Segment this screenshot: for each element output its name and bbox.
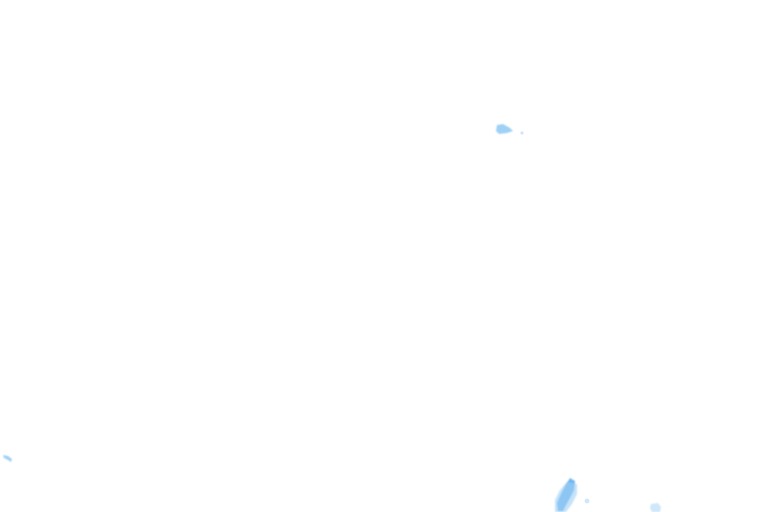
precip-cell-upper-speck — [520, 131, 524, 135]
precip-cell-bottom-right — [650, 503, 661, 512]
precip-cell-left-edge — [3, 455, 12, 462]
precip-cell-upper — [496, 124, 513, 134]
precip-cell-bottom-speck — [584, 498, 590, 504]
precip-cell-bottom-main-halo — [555, 482, 577, 512]
